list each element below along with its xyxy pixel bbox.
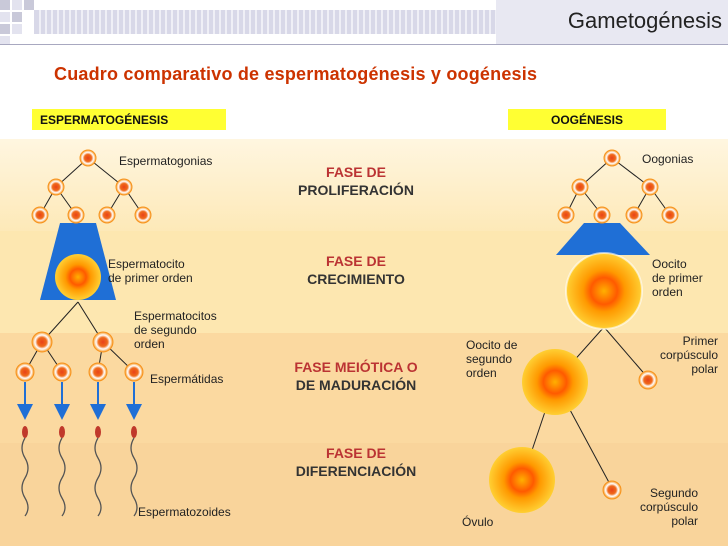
spermatogonia-cells bbox=[31, 149, 152, 224]
primary-spermatocyte-cell bbox=[55, 254, 101, 300]
label-primary-spermatocyte-line2: de primer orden bbox=[108, 271, 193, 285]
label-spermatozoa: Espermatozoides bbox=[138, 505, 231, 519]
label-secondary-spermatocytes-line2: de segundo bbox=[134, 323, 197, 337]
phase-growth: FASE DE CRECIMIENTO bbox=[256, 252, 456, 288]
band-meiotic bbox=[0, 333, 728, 443]
phase-proliferation: FASE DE PROLIFERACIÓN bbox=[256, 163, 456, 199]
label-first-polar-body-line2: corpúsculo bbox=[659, 348, 718, 362]
ovule-cell bbox=[489, 447, 555, 513]
label-first-polar-body-line3: polar bbox=[691, 362, 718, 376]
label-first-polar-body-line1: Primer bbox=[682, 334, 718, 348]
first-polar-body-cell bbox=[638, 370, 658, 390]
label-spermatids: Espermátidas bbox=[150, 372, 224, 386]
label-primary-oocyte-line3: orden bbox=[652, 285, 683, 299]
spermatid-cells bbox=[15, 362, 144, 382]
label-second-polar-body-line3: polar bbox=[671, 514, 698, 528]
label-secondary-spermatocytes-line1: Espermatocitos bbox=[134, 309, 217, 323]
label-secondary-oocyte-line1: Oocito de bbox=[466, 338, 518, 352]
oo-growth-funnel bbox=[556, 223, 650, 255]
secondary-spermatocyte-cell bbox=[31, 331, 53, 353]
label-primary-spermatocyte-line1: Espermatocito bbox=[108, 257, 185, 271]
oogenesis-label: OOGÉNESIS bbox=[508, 109, 666, 130]
spermatozoa bbox=[21, 426, 138, 517]
label-primary-oocyte: Oocito de primer orden bbox=[652, 257, 703, 299]
phase-differentiation: FASE DE DIFERENCIACIÓN bbox=[256, 444, 456, 480]
label-second-polar-body: Segundo corpúsculo polar bbox=[620, 486, 698, 528]
label-secondary-oocyte-line2: segundo bbox=[466, 352, 513, 366]
secondary-oocyte-cell bbox=[522, 349, 588, 415]
header-decoration bbox=[0, 0, 728, 45]
second-polar-body-cell bbox=[602, 480, 622, 500]
label-spermatogonia: Espermatogonias bbox=[119, 154, 213, 168]
label-secondary-spermatocytes-line3: orden bbox=[134, 337, 165, 351]
phase-proliferation-line1: FASE DE bbox=[326, 164, 386, 180]
label-ovule: Óvulo bbox=[462, 515, 494, 529]
phase-differentiation-line1: FASE DE bbox=[326, 445, 386, 461]
label-primary-oocyte-line2: de primer bbox=[652, 271, 703, 285]
phase-growth-line1: FASE DE bbox=[326, 253, 386, 269]
label-primary-oocyte-line1: Oocito bbox=[652, 257, 687, 271]
phase-differentiation-line2: DIFERENCIACIÓN bbox=[295, 463, 417, 479]
secondary-spermatocyte-cell bbox=[92, 331, 114, 353]
spermatogenesis-label: ESPERMATOGÉNESIS bbox=[32, 109, 226, 130]
gametogenesis-diagram bbox=[15, 149, 679, 517]
label-secondary-oocyte: Oocito de segundo orden bbox=[466, 338, 517, 380]
slide-title: Gametogénesis bbox=[567, 8, 722, 33]
label-oogonia: Oogonias bbox=[642, 152, 694, 166]
label-second-polar-body-line2: corpúsculo bbox=[639, 500, 698, 514]
phase-growth-line2: CRECIMIENTO bbox=[307, 271, 405, 287]
subtitle: Cuadro comparativo de espermatogénesis y… bbox=[54, 64, 538, 84]
primary-oocyte-cell bbox=[566, 253, 642, 329]
label-second-polar-body-line1: Segundo bbox=[649, 486, 698, 500]
label-primary-spermatocyte: Espermatocito de primer orden bbox=[108, 257, 193, 285]
label-first-polar-body: Primer corpúsculo polar bbox=[640, 334, 718, 376]
differentiation-arrows bbox=[17, 382, 142, 420]
oogonia-cells bbox=[557, 149, 679, 224]
label-secondary-oocyte-line3: orden bbox=[466, 366, 497, 380]
phase-meiotic: FASE MEIÓTICA O DE MADURACIÓN bbox=[256, 358, 456, 394]
phase-meiotic-line1: FASE MEIÓTICA O bbox=[294, 359, 418, 375]
label-secondary-spermatocytes: Espermatocitos de segundo orden bbox=[134, 309, 217, 351]
phase-meiotic-line2: DE MADURACIÓN bbox=[295, 377, 417, 393]
phase-proliferation-line2: PROLIFERACIÓN bbox=[298, 182, 414, 198]
